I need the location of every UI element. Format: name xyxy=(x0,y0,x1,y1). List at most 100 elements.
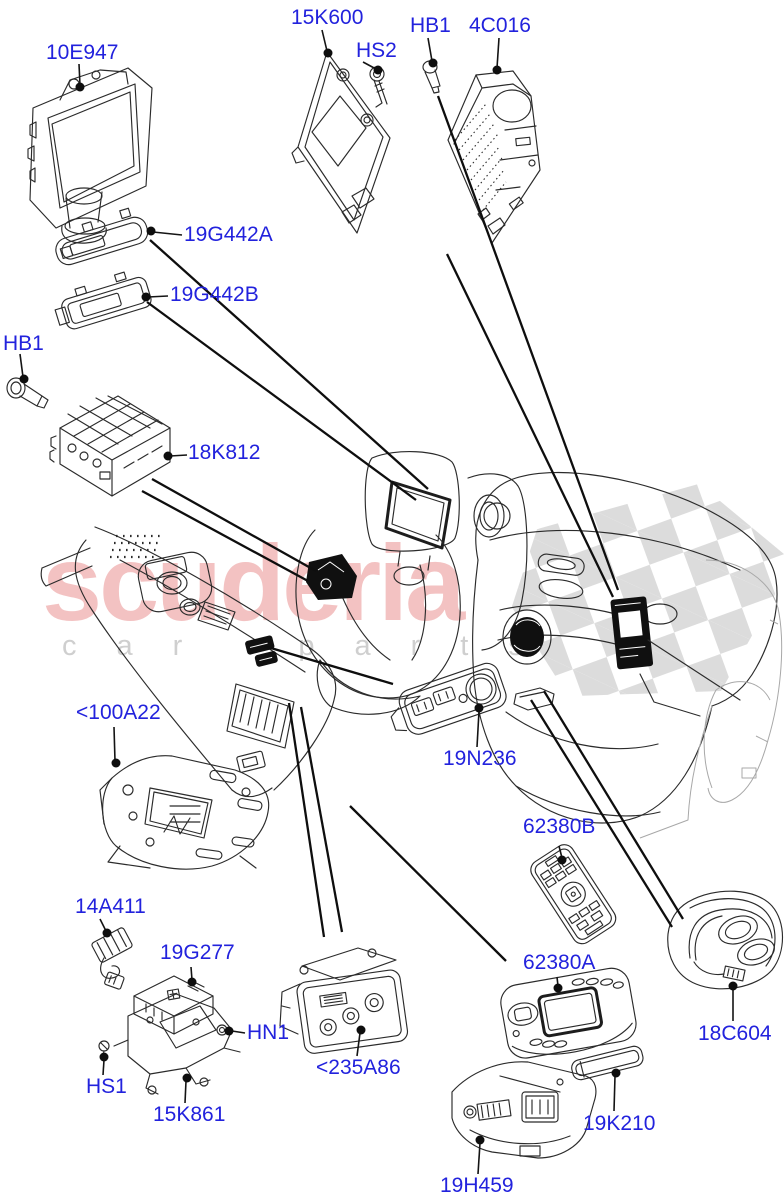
door-panel-drawing xyxy=(472,471,783,839)
part-label-19G442A[interactable]: 19G442A xyxy=(184,223,273,246)
part-label-15K861[interactable]: 15K861 xyxy=(153,1103,226,1126)
part-receiver-18K812-drawing xyxy=(49,395,171,497)
part-connector-line xyxy=(146,301,417,501)
part-label-15K600[interactable]: 15K600 xyxy=(291,6,364,29)
part-dvd-player-4C016-drawing xyxy=(447,70,541,244)
part-connector-line xyxy=(149,239,429,490)
part-module-15K600-drawing xyxy=(291,51,391,234)
part-label-HS2[interactable]: HS2 xyxy=(356,39,397,62)
leader-dot xyxy=(557,855,567,865)
part-label-19G277[interactable]: 19G277 xyxy=(160,941,235,964)
console-drawing xyxy=(40,526,337,798)
label-leader-line xyxy=(102,1059,105,1076)
part-label-18K812[interactable]: 18K812 xyxy=(188,441,261,464)
part-housing-19G442B-drawing xyxy=(54,271,152,330)
leader-dot xyxy=(19,374,29,384)
part-label-4C016[interactable]: 4C016 xyxy=(469,14,531,37)
label-leader-line xyxy=(427,37,433,62)
part-label-62380A[interactable]: 62380A xyxy=(523,951,596,974)
part-remote-62380B-drawing xyxy=(530,844,617,945)
leader-dot xyxy=(141,292,151,302)
part-aux-panel-19N236-drawing xyxy=(390,662,507,735)
label-leader-line xyxy=(152,231,183,236)
label-leader-line xyxy=(613,1075,616,1112)
part-headphones-18C604-drawing xyxy=(667,890,783,990)
part-connector-line xyxy=(543,690,684,920)
leader-lines-layer xyxy=(19,29,738,1175)
leader-dot xyxy=(553,983,563,993)
label-leader-line xyxy=(476,710,480,748)
leader-dot xyxy=(163,451,173,461)
leader-dot xyxy=(492,65,502,75)
part-label-19G442B[interactable]: 19G442B xyxy=(170,283,259,306)
label-leader-line xyxy=(113,726,116,762)
part-headliner-19H459-drawing xyxy=(451,1061,597,1159)
label-leader-line xyxy=(362,61,377,70)
part-label-HS1[interactable]: HS1 xyxy=(86,1075,127,1098)
part-label-19N236[interactable]: 19N236 xyxy=(443,747,517,770)
leader-dot xyxy=(75,82,85,92)
label-leader-line xyxy=(321,29,328,52)
label-leader-line xyxy=(184,1080,187,1104)
leader-dot xyxy=(224,1026,234,1036)
part-connector-line xyxy=(141,489,309,583)
part-label-10E947[interactable]: 10E947 xyxy=(46,41,119,64)
leader-dot xyxy=(373,65,383,75)
label-leader-line xyxy=(356,1032,361,1057)
part-connector-line xyxy=(436,95,620,591)
part-connector-line xyxy=(299,706,344,933)
part-label-18C604[interactable]: 18C604 xyxy=(698,1022,772,1045)
leader-dot xyxy=(146,226,156,236)
part-label-235A86[interactable]: <235A86 xyxy=(316,1056,401,1079)
seat-drawing xyxy=(295,451,528,715)
part-label-HB1-top[interactable]: HB1 xyxy=(410,14,451,37)
leader-dot xyxy=(475,1135,485,1145)
part-module-19G277-drawing xyxy=(133,975,214,1035)
part-label-62380B[interactable]: 62380B xyxy=(523,815,596,838)
part-connector-line xyxy=(287,702,326,938)
leader-dot xyxy=(323,48,333,58)
part-label-HN1[interactable]: HN1 xyxy=(247,1021,290,1044)
leader-dot xyxy=(611,1068,621,1078)
part-connector-line xyxy=(445,253,615,598)
part-connector-line xyxy=(530,699,673,928)
leader-dot xyxy=(187,977,197,987)
label-leader-line xyxy=(78,63,81,86)
part-trim-19K210-drawing xyxy=(571,1045,644,1081)
part-overhead-unit-62380A-drawing xyxy=(500,967,637,1059)
label-leader-line xyxy=(496,37,500,69)
part-label-HB1-left[interactable]: HB1 xyxy=(3,332,44,355)
part-antenna-14A411-drawing xyxy=(91,927,133,990)
leader-dot xyxy=(102,928,112,938)
part-connector-line xyxy=(349,805,507,962)
part-media-input-235A86-drawing xyxy=(279,947,409,1054)
label-leader-line xyxy=(169,454,188,457)
part-label-14A411[interactable]: 14A411 xyxy=(75,895,146,918)
leader-dot xyxy=(182,1073,192,1083)
part-label-100A22[interactable]: <100A22 xyxy=(76,701,161,724)
leader-dot xyxy=(111,758,121,768)
part-connector-line xyxy=(151,477,317,573)
leader-dot xyxy=(728,981,738,991)
label-leader-line xyxy=(231,1030,246,1034)
door-module-drawing xyxy=(610,596,654,670)
part-label-19K210[interactable]: 19K210 xyxy=(583,1112,656,1135)
leader-dot xyxy=(428,58,438,68)
part-monitor-10E947-drawing xyxy=(27,67,153,244)
part-label-19H459[interactable]: 19H459 xyxy=(440,1174,514,1197)
leader-dot xyxy=(356,1025,366,1035)
part-connector-line xyxy=(263,644,394,686)
watermark-subtext: car parts xyxy=(62,630,563,662)
part-bracket-15K861-drawing xyxy=(113,993,241,1095)
leader-dot xyxy=(474,703,484,713)
label-leader-line xyxy=(477,1142,481,1175)
part-bezel-19G442A-drawing xyxy=(55,207,149,266)
part-bolt-HB1-left-drawing xyxy=(6,377,49,409)
part-screw-HS2-drawing xyxy=(369,66,388,108)
leader-dot xyxy=(99,1052,109,1062)
label-leader-line xyxy=(19,353,24,378)
part-bracket-100A22-drawing xyxy=(99,755,270,870)
label-leader-line xyxy=(147,295,169,298)
